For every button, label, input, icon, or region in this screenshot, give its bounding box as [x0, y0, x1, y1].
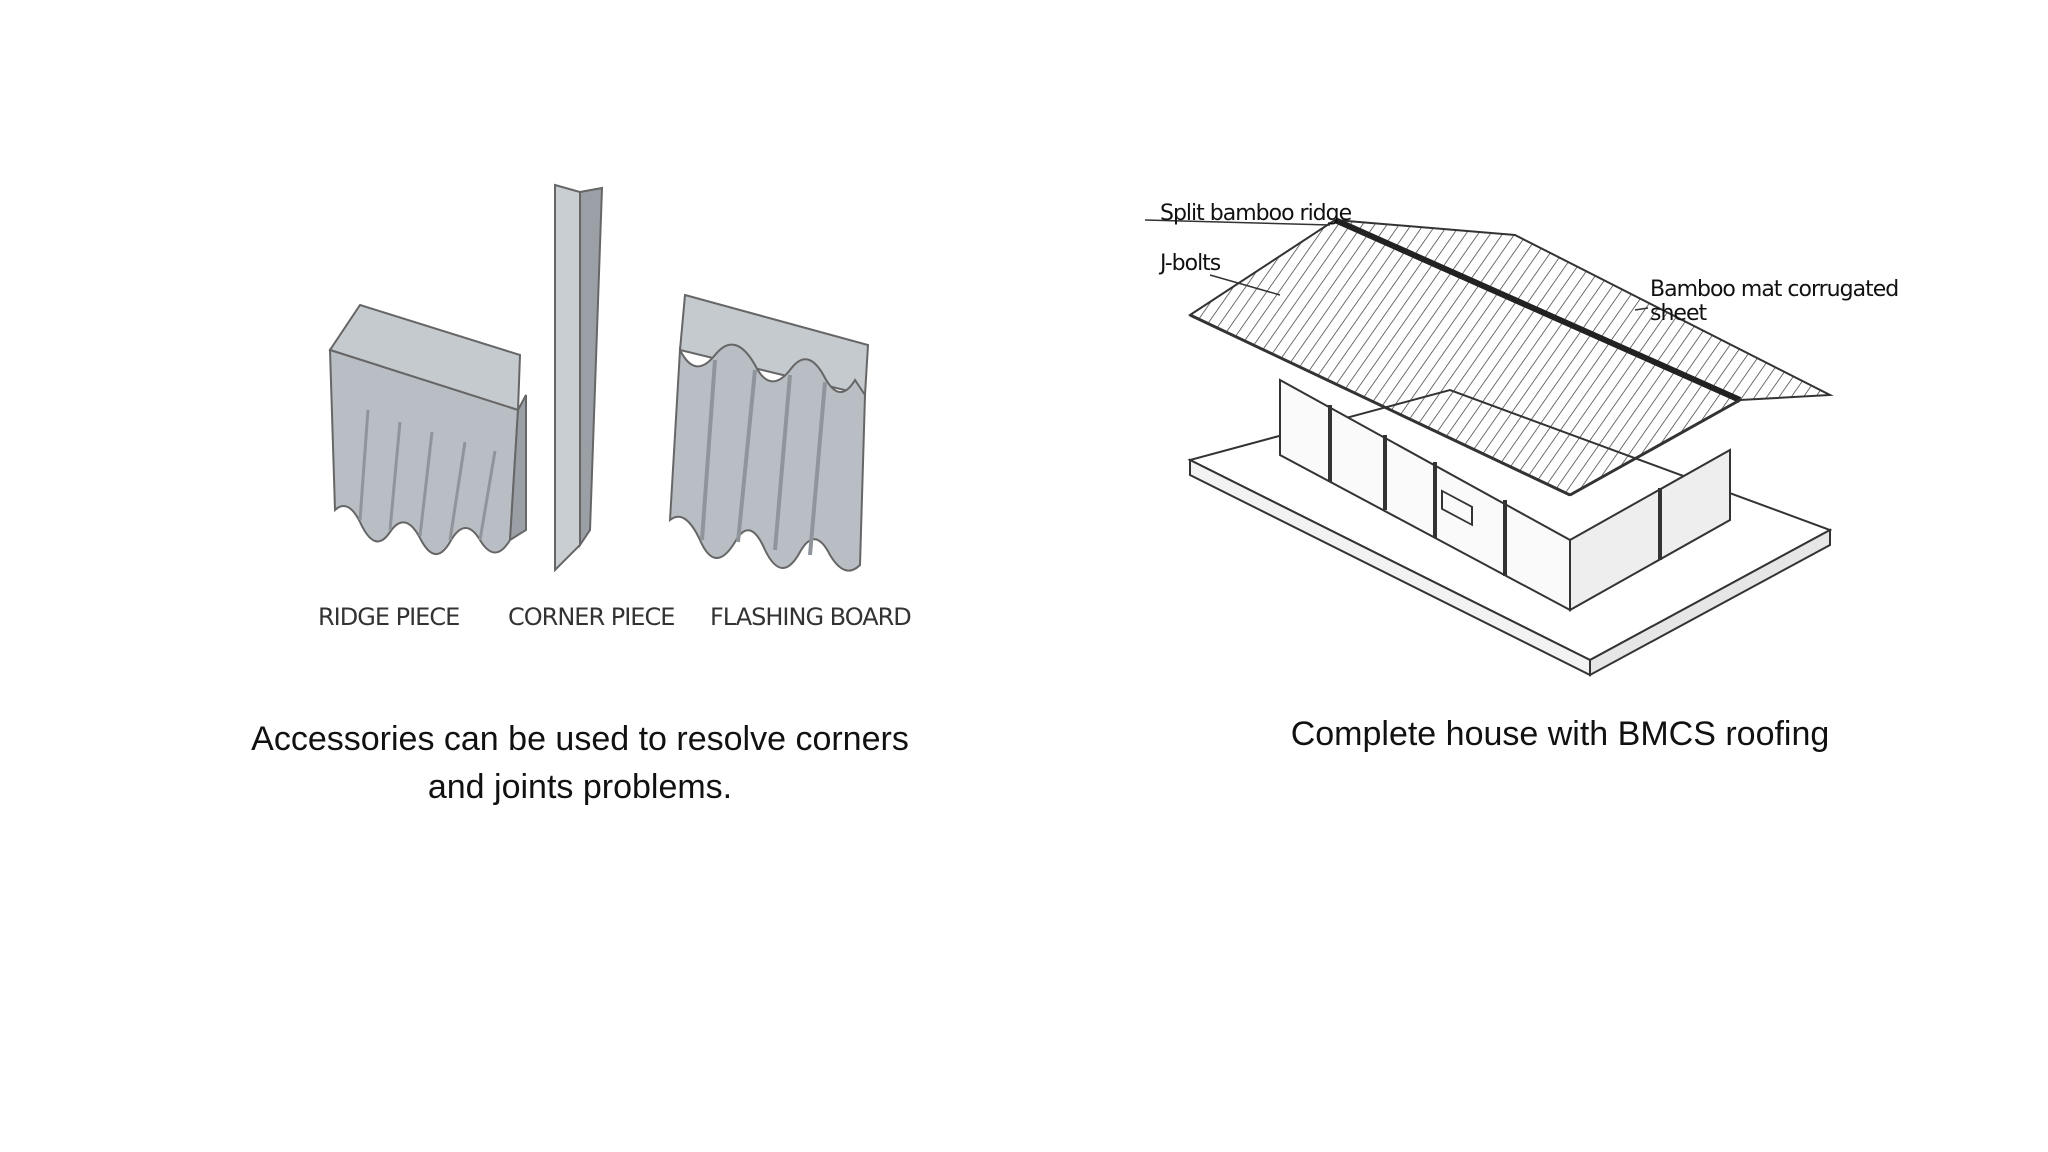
house-walls	[1279, 378, 1731, 612]
accessories-caption-line1: Accessories can be used to resolve corne…	[251, 720, 909, 758]
accessories-caption-line2: and joints problems.	[427, 768, 733, 806]
flashing-board-illustration	[668, 293, 870, 572]
house-diagram: Split bamboo ridge J-bolts Bamboo mat co…	[1130, 190, 1930, 680]
accessories-diagram: RIDGE PIECE CORNER PIECE FLASHING BOARD	[290, 170, 930, 650]
house-svg: Split bamboo ridge J-bolts Bamboo mat co…	[1144, 201, 1899, 677]
corner-piece-label: CORNER PIECE	[508, 603, 674, 631]
flashing-board-label: FLASHING BOARD	[710, 603, 911, 631]
house-caption-text: Complete house with BMCS roofing	[1290, 715, 1830, 753]
bamboo-mat-label-line2: sheet	[1650, 301, 1707, 326]
accessories-caption: Accessories can be used to resolve corne…	[220, 715, 940, 811]
j-bolts-label: J-bolts	[1158, 251, 1221, 276]
bamboo-mat-label-line1: Bamboo mat corrugated	[1650, 277, 1898, 302]
split-bamboo-ridge-label: Split bamboo ridge	[1160, 201, 1352, 226]
ridge-piece-label: RIDGE PIECE	[318, 603, 459, 631]
ridge-piece-illustration	[328, 303, 527, 555]
house-caption: Complete house with BMCS roofing	[1180, 710, 1940, 758]
accessories-svg: RIDGE PIECE CORNER PIECE FLASHING BOARD	[318, 183, 912, 631]
bmcs-roof	[1187, 217, 1834, 497]
corner-piece-illustration	[554, 183, 604, 573]
